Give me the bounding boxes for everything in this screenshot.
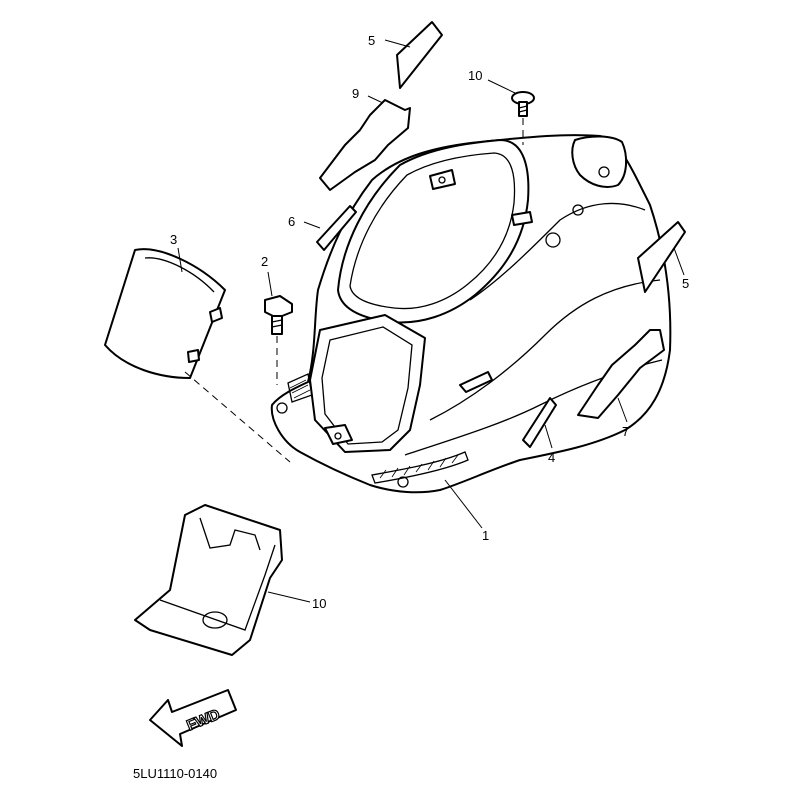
callout-3: 3 <box>170 232 177 247</box>
callout-10: 10 <box>312 596 326 611</box>
callout-4: 4 <box>548 450 555 465</box>
part-2-bolt <box>264 295 293 335</box>
leader-lines <box>177 39 685 603</box>
hatch-left-step <box>289 379 311 399</box>
part-4-stripe <box>522 397 557 448</box>
part-10-pocket-tray <box>134 504 283 656</box>
callout-9: 10 <box>468 68 482 83</box>
drawing-code: 5LU1110-0140 <box>133 766 217 781</box>
part-5-decal-top <box>396 21 443 89</box>
callout-8: 9 <box>352 86 359 101</box>
callout-labels: 5 9 10 6 3 2 5 7 4 1 10 <box>170 33 689 611</box>
callout-5-right: 5 <box>682 276 689 291</box>
assembly-dashed-lines <box>184 118 524 463</box>
fwd-arrow: FWD <box>149 689 237 747</box>
part-3-front-panel <box>104 248 226 379</box>
part-6-stripe <box>316 205 357 251</box>
part-7-decal <box>577 329 665 419</box>
callout-2: 2 <box>261 254 268 269</box>
part-9-screw <box>511 91 535 117</box>
part-5-decal-right <box>637 221 686 293</box>
part-1-body-cover <box>270 134 672 494</box>
callout-7: 7 <box>622 424 629 439</box>
callout-5-top: 5 <box>368 33 375 48</box>
hatch-bottom-step <box>379 454 459 479</box>
part-8-decal <box>319 99 411 191</box>
callout-6: 6 <box>288 214 295 229</box>
callout-1: 1 <box>482 528 489 543</box>
